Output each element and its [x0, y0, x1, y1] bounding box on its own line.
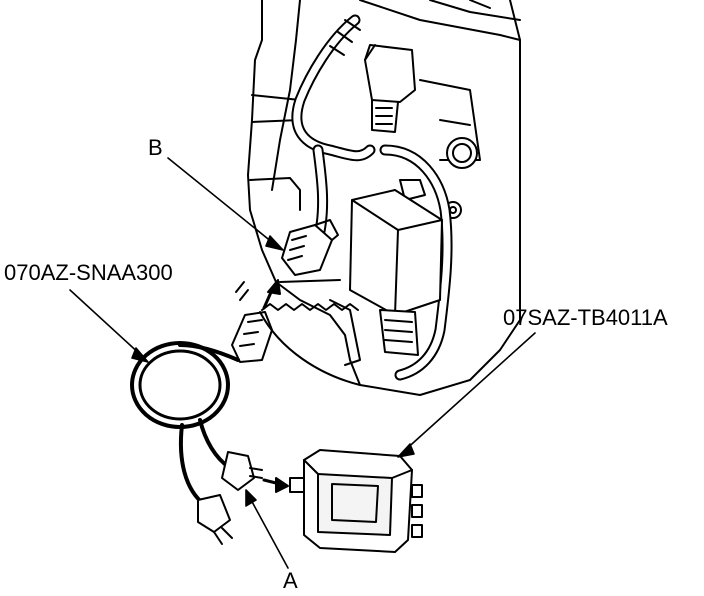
test-harness-coil — [130, 341, 240, 507]
callout-label-harness-part: 070AZ-SNAA300 — [4, 260, 173, 285]
harness-connector — [231, 311, 361, 386]
leader-harness — [69, 289, 143, 357]
leader-b — [167, 157, 279, 248]
leader-b-arrowhead — [265, 235, 284, 251]
control-unit — [349, 189, 443, 356]
leader-tester-arrowhead — [397, 443, 415, 458]
callout-label-a: A — [283, 568, 298, 593]
callout-label-tester-part: 07SAZ-TB4011A — [503, 305, 668, 330]
leader-a-arrowhead — [245, 489, 257, 507]
upper-relay — [364, 44, 416, 133]
plug-a — [221, 451, 289, 493]
leader-lines — [69, 157, 536, 569]
loose-plug — [197, 494, 233, 545]
connection-arrow — [235, 279, 281, 310]
leader-harness-arrowhead — [131, 347, 149, 363]
test-box — [289, 449, 423, 553]
leader-tester — [402, 332, 536, 453]
leader-a — [249, 497, 289, 569]
connector-b — [281, 219, 339, 276]
wiring-harness — [291, 14, 453, 381]
callout-label-b: B — [148, 135, 163, 160]
